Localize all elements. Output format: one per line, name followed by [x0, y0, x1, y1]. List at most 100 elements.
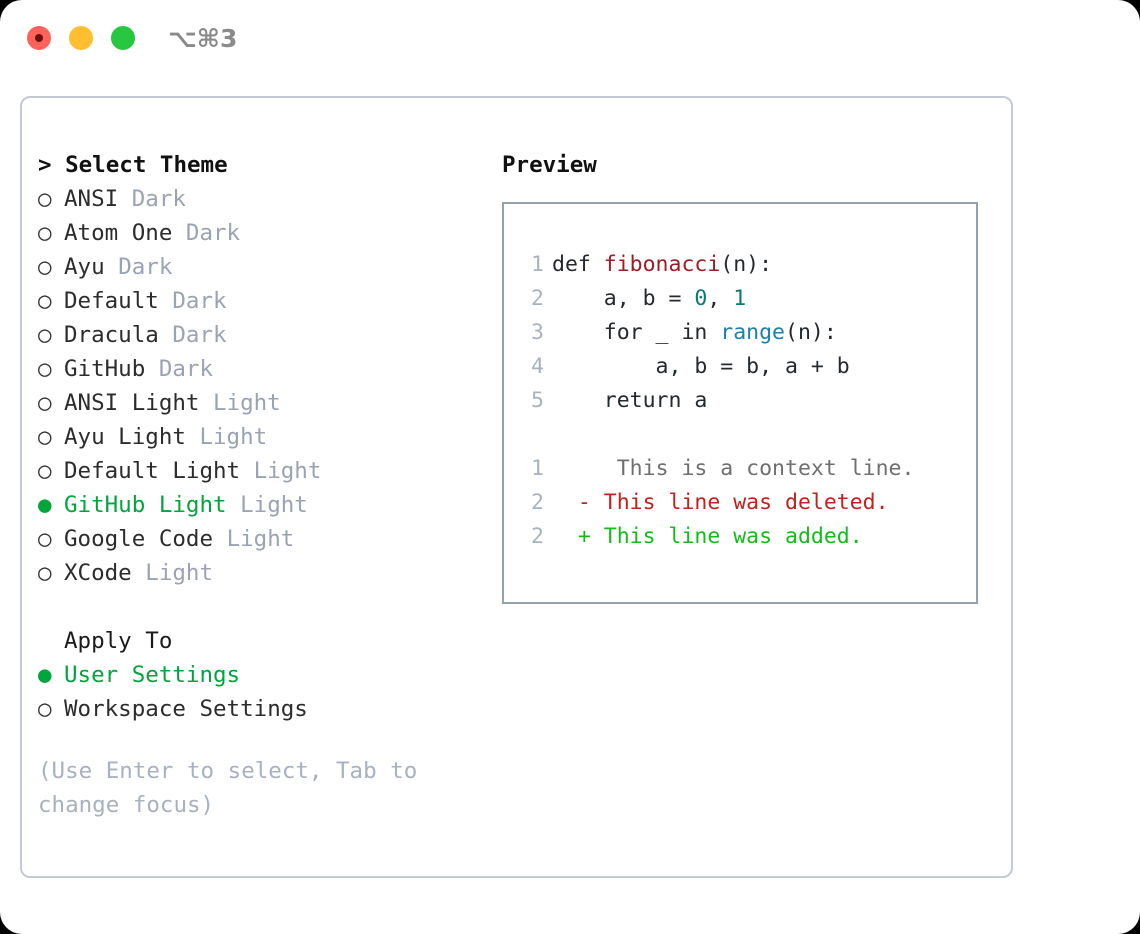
- theme-list-item[interactable]: ○ Default Dark: [38, 284, 478, 318]
- radio-unselected-icon[interactable]: ○: [38, 424, 52, 450]
- code-token: (n):: [785, 320, 837, 345]
- theme-list-item[interactable]: ○ ANSI Light Light: [38, 386, 478, 420]
- theme-variant-tag: Light: [226, 526, 295, 552]
- apply-to-label: User Settings: [64, 662, 241, 688]
- theme-list-item[interactable]: ○ ANSI Dark: [38, 182, 478, 216]
- diff-sample: 1 This is a context line.2 - This line w…: [518, 452, 976, 554]
- code-token: def: [552, 252, 604, 277]
- line-number: 3: [531, 320, 544, 345]
- theme-variant-tag: Light: [213, 390, 281, 416]
- maximize-button-icon[interactable]: [111, 26, 135, 50]
- theme-name: ANSI Light: [64, 390, 214, 416]
- code-token: return a: [552, 388, 708, 413]
- theme-list-item[interactable]: ○ Atom One Dark: [38, 216, 478, 250]
- apply-to-item[interactable]: ○Workspace Settings: [38, 692, 478, 726]
- theme-name: Dracula: [64, 322, 173, 348]
- close-button-icon[interactable]: [27, 26, 51, 50]
- theme-name: Google Code: [64, 526, 227, 552]
- code-token: for _ in: [552, 320, 721, 345]
- line-number: 2: [531, 524, 544, 549]
- theme-name: XCode: [64, 560, 146, 586]
- theme-name: Atom One: [64, 220, 186, 246]
- main-panel: > Select Theme ○ANSI Dark○Atom One Dark○…: [20, 96, 1013, 878]
- code-line: 3 for _ in range(n):: [518, 316, 976, 350]
- radio-unselected-icon[interactable]: ○: [38, 526, 52, 552]
- radio-unselected-icon[interactable]: ○: [38, 288, 52, 314]
- code-line: 1 def fibonacci(n):: [518, 248, 976, 282]
- theme-name: GitHub Light: [64, 492, 241, 518]
- theme-name: ANSI: [64, 186, 132, 212]
- diff-text: This is a context line.: [590, 456, 915, 481]
- apply-to-list: ● User Settings ○Workspace Settings: [38, 658, 478, 726]
- theme-variant-tag: Light: [253, 458, 322, 484]
- code-line: 2 a, b = 0, 1: [518, 282, 976, 316]
- theme-variant-tag: Light: [199, 424, 268, 450]
- radio-selected-icon[interactable]: ●: [38, 492, 52, 518]
- theme-selector-column: > Select Theme ○ANSI Dark○Atom One Dark○…: [38, 148, 478, 822]
- code-token: 1: [733, 286, 747, 311]
- code-token: range: [720, 320, 786, 345]
- diff-line: 2 + This line was added.: [518, 520, 976, 554]
- theme-variant-tag: Dark: [158, 356, 214, 382]
- line-number: 5: [531, 388, 544, 413]
- line-number: 1: [531, 456, 544, 481]
- radio-unselected-icon[interactable]: ○: [38, 390, 52, 416]
- radio-unselected-icon[interactable]: ○: [38, 696, 52, 722]
- theme-variant-tag: Light: [145, 560, 214, 586]
- code-token: a, b =: [552, 286, 695, 311]
- code-token: fibonacci: [603, 252, 721, 277]
- diff-text: This line was deleted.: [590, 490, 889, 515]
- theme-list-item[interactable]: ○ Google Code Light: [38, 522, 478, 556]
- theme-name: Default Light: [64, 458, 254, 484]
- theme-list-item[interactable]: ○ Dracula Dark: [38, 318, 478, 352]
- theme-list-item[interactable]: ○GitHub Dark: [38, 352, 478, 386]
- keyboard-shortcut-label: ⌥⌘3: [168, 24, 238, 53]
- apply-to-header: Apply To: [64, 628, 173, 654]
- theme-name: Default: [64, 288, 173, 314]
- theme-variant-tag: Dark: [131, 186, 186, 212]
- diff-text: This line was added.: [590, 524, 863, 549]
- help-text: (Use Enter to select, Tab to change focu…: [38, 758, 431, 818]
- theme-list-item[interactable]: ● GitHub Light Light: [38, 488, 478, 522]
- section-spacer: [38, 590, 478, 624]
- line-number: 1: [531, 252, 544, 277]
- code-line: 5 return a: [518, 384, 976, 418]
- diff-line: 2 - This line was deleted.: [518, 486, 976, 520]
- theme-name: Ayu: [64, 254, 119, 280]
- radio-unselected-icon[interactable]: ○: [38, 356, 52, 382]
- theme-variant-tag: Dark: [118, 254, 173, 280]
- code-token: a, b = b, a + b: [552, 354, 850, 379]
- diff-marker: -: [552, 490, 591, 515]
- title-bar: ⌥⌘3: [0, 0, 1140, 78]
- minimize-button-icon[interactable]: [69, 26, 93, 50]
- radio-unselected-icon[interactable]: ○: [38, 458, 52, 484]
- radio-unselected-icon[interactable]: ○: [38, 560, 52, 586]
- theme-list: ○ ANSI Dark ○ Atom One Dark ○ Ayu Dark ○ Defaul…: [38, 182, 478, 590]
- theme-list-item[interactable]: ○Ayu Light Light: [38, 420, 478, 454]
- select-theme-header: > Select Theme: [38, 152, 228, 178]
- line-number: 2: [531, 490, 544, 515]
- apply-to-item[interactable]: ● User Settings: [38, 658, 478, 692]
- radio-selected-icon[interactable]: ●: [38, 662, 52, 688]
- code-line: 4 a, b = b, a + b: [518, 350, 976, 384]
- theme-variant-tag: Dark: [185, 220, 241, 246]
- theme-list-item[interactable]: ○ XCode Light: [38, 556, 478, 590]
- radio-unselected-icon[interactable]: ○: [38, 254, 52, 280]
- radio-unselected-icon[interactable]: ○: [38, 220, 52, 246]
- diff-line: 1 This is a context line.: [518, 452, 976, 486]
- radio-unselected-icon[interactable]: ○: [38, 186, 52, 212]
- theme-variant-tag: Light: [240, 492, 308, 518]
- code-token: ,: [707, 286, 734, 311]
- radio-unselected-icon[interactable]: ○: [38, 322, 52, 348]
- line-number: 2: [531, 286, 544, 311]
- theme-variant-tag: Dark: [172, 322, 227, 348]
- code-token: (n):: [720, 252, 773, 277]
- theme-list-item[interactable]: ○ Default Light Light: [38, 454, 478, 488]
- theme-variant-tag: Dark: [172, 288, 227, 314]
- diff-marker: +: [552, 524, 591, 549]
- theme-list-item[interactable]: ○ Ayu Dark: [38, 250, 478, 284]
